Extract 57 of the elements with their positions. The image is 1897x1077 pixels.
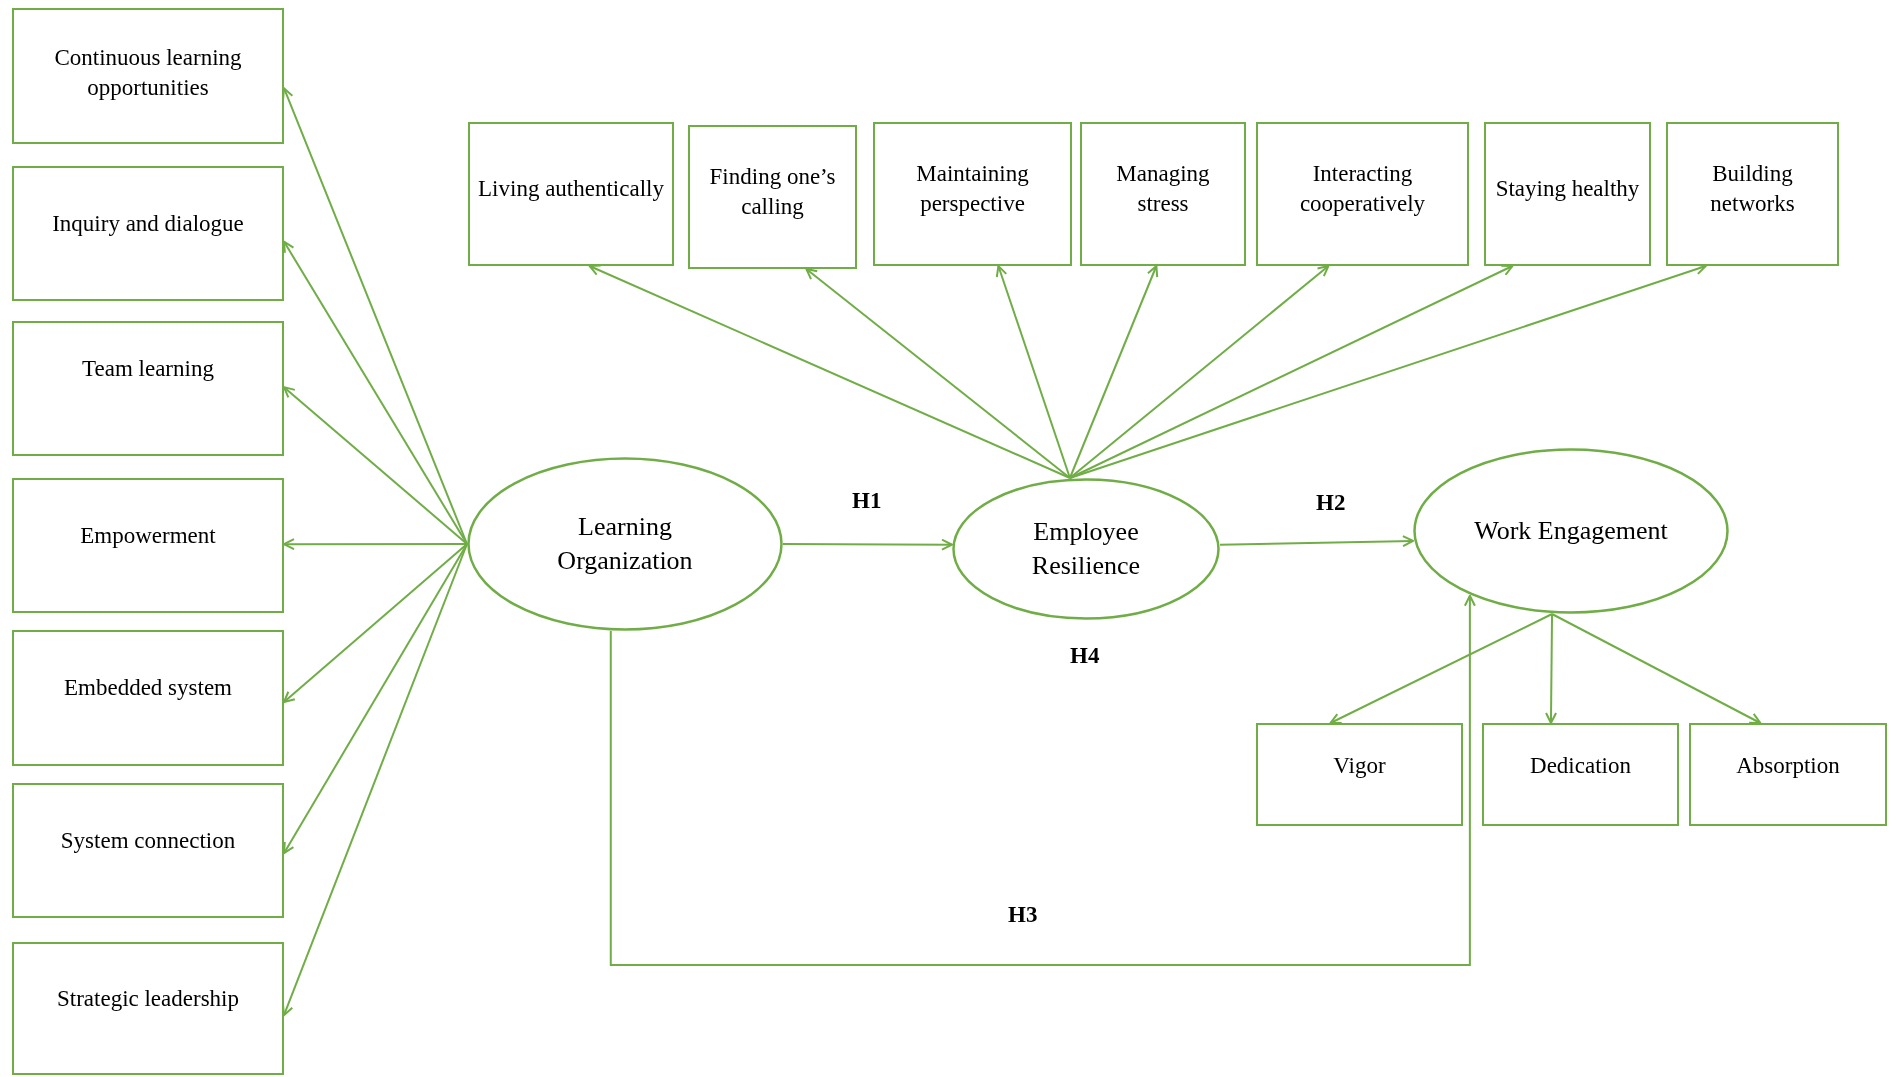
arrow [609,594,1476,966]
node-label: Empowerment [80,521,216,550]
construct-ellipse [952,478,1220,620]
indicator-box [1666,122,1839,266]
node-label: Staying healthy [1495,175,1640,204]
node-label: Embedded system [64,674,232,703]
node-label: Maintaining perspective [915,160,1030,218]
node-label: Interacting cooperatively [1298,160,1427,218]
arrow [283,543,468,704]
node-label: Finding one’s calling [708,163,837,221]
indicator-box [12,783,284,918]
node-label: Managing stress [1115,160,1211,218]
indicator-box [12,478,284,613]
arrow [805,268,1071,479]
arrow [1329,613,1554,725]
indicator-box [12,942,284,1075]
node-label: Building networks [1709,160,1796,218]
arrow [1219,535,1414,548]
indicator-box [12,8,284,144]
arrow [283,538,468,551]
indicator-box [1256,122,1469,266]
construct-ellipse [1413,448,1729,614]
arrow [588,264,1071,479]
arrow [283,386,468,545]
node-label: Vigor [1333,751,1386,780]
indicator-box [12,166,284,301]
indicator-box [873,122,1072,266]
indicator-box [12,630,284,766]
node-label: Team learning [82,354,214,383]
arrow [1545,613,1558,724]
node-label: Dedication [1530,751,1631,780]
node-label: Continuous learning opportunities [53,44,243,102]
hypothesis-label: H4 [1070,643,1100,669]
node-label: Employee Resilience [1030,516,1142,582]
indicator-box [12,321,284,456]
indicator-box [688,125,857,269]
hypothesis-label: H2 [1316,490,1346,516]
arrow [1551,613,1762,724]
hypothesis-label: H1 [852,488,882,514]
node-label: Inquiry and dialogue [52,209,244,238]
indicator-box [1256,723,1463,826]
arrow [782,538,953,551]
node-label: Strategic leadership [57,984,239,1013]
arrow [995,265,1071,479]
indicator-box [1484,122,1651,266]
indicator-box [468,122,674,266]
node-label: Work Engagement [1474,515,1668,548]
node-label: Absorption [1736,751,1840,780]
construct-ellipse [467,457,783,631]
node-label: Learning Organization [556,511,694,577]
hypothesis-label: H3 [1008,902,1038,928]
indicator-box [1482,723,1679,826]
indicator-box [1689,723,1887,826]
node-label: Living authentically [478,175,664,204]
node-label: System connection [60,826,236,855]
indicator-box [1080,122,1246,266]
arrow [1068,265,1159,479]
